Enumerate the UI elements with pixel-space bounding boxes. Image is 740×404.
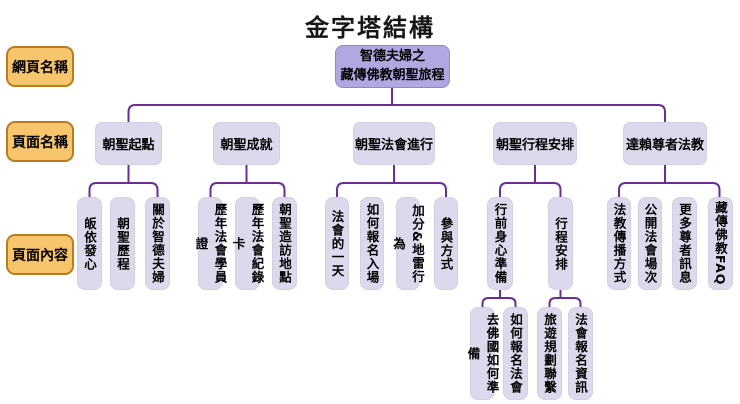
- leaf-node: 法會報名資訊: [568, 307, 593, 400]
- leaf-node: 朝聖造訪地點: [272, 197, 297, 290]
- leaf-node: 如何報名入場: [360, 197, 384, 290]
- diagram-title: 金字塔結構: [305, 14, 435, 42]
- connector-preparation-bus: [481, 297, 517, 308]
- connector-branch1-bus: [88, 182, 159, 198]
- root-node-line2: 藏傳佛教朝聖旅程: [340, 67, 445, 83]
- branch-node-dalai-lama-teaching: 達賴尊者法教: [623, 122, 707, 165]
- leaf-node: 朝聖歷程: [110, 197, 135, 290]
- leaf-node: 歷年法會紀錄卡: [231, 197, 265, 290]
- leaf-node: 法會的一天: [325, 197, 349, 290]
- leaf-node: 歷年法會學員證: [194, 197, 228, 290]
- root-node: 智德夫婦之 藏傳佛教朝聖旅程: [335, 45, 450, 88]
- leaf-node: 旅遊規劃聯繫: [537, 307, 562, 400]
- row-label-site-name: 網頁名稱: [6, 46, 74, 87]
- leaf-node: 藏傳佛教FAQ: [708, 197, 733, 290]
- branch-node-pilgrimage-start: 朝聖起點: [95, 122, 162, 165]
- branch-node-dharma-assembly: 朝聖法會進行: [353, 122, 435, 165]
- leaf-node-mental-preparation: 行前身心準備: [487, 197, 513, 290]
- connector-level2-bus: [127, 104, 666, 123]
- leaf-node: 如何報名法會: [503, 307, 528, 400]
- branch-node-pilgrimage-results: 朝聖成就: [213, 122, 280, 165]
- leaf-node: 去佛國如何準備: [466, 307, 500, 400]
- root-node-line1: 智德夫婦之: [359, 48, 425, 64]
- row-label-page-content: 頁面內容: [6, 234, 74, 275]
- leaf-node: 公開法會場次: [638, 197, 662, 290]
- leaf-node-itinerary: 行程安排: [548, 197, 573, 290]
- row-label-page-name: 頁面名稱: [6, 121, 74, 162]
- connector-branch3-bus: [336, 182, 447, 198]
- leaf-node: 參與方式: [434, 197, 458, 290]
- connector-branch4-bus: [499, 182, 562, 198]
- connector-itinerary-bus: [548, 297, 582, 308]
- leaf-node: 皈依發心: [77, 197, 102, 290]
- leaf-node: 更多尊者訊息: [672, 197, 697, 290]
- connector-branch5-bus: [618, 182, 721, 198]
- leaf-node: 法教傳播方式: [607, 197, 631, 290]
- leaf-node: 關於智德夫婦: [145, 197, 170, 290]
- leaf-node: 加分&地雷行為: [391, 197, 425, 290]
- connector-branch2-bus: [209, 182, 286, 198]
- branch-node-itinerary-planning: 朝聖行程安排: [493, 122, 577, 165]
